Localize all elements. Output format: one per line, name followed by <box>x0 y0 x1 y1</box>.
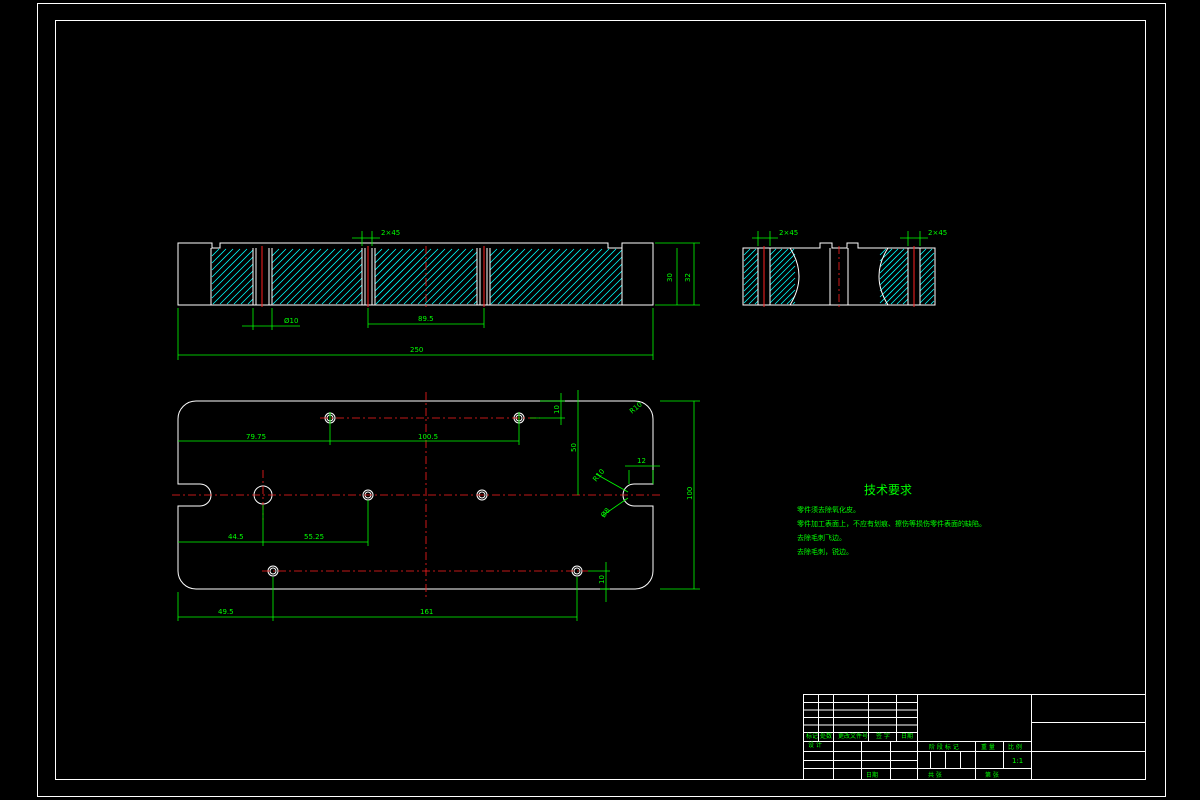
top-dim-center-hole-pitch: 55.25 <box>304 533 324 541</box>
outer-border <box>37 3 1166 797</box>
top-dim-holes-pitch: 100.5 <box>418 433 438 441</box>
tb-sheet-no: 第 张 <box>985 771 999 779</box>
top-dim-bottom-hole-pitch: 161 <box>420 608 433 616</box>
note-item-4: 去除毛刺，锐边。 <box>797 547 853 556</box>
top-dim-slot-radius: R10 <box>591 468 606 484</box>
front-dim-height-outer: 32 <box>684 273 692 282</box>
front-dim-height-inner: 30 <box>666 273 674 282</box>
front-chamfer-label: 2×45 <box>381 229 400 237</box>
top-dim-slot-width: 12 <box>637 457 646 465</box>
note-item-3: 去除毛刺飞边。 <box>797 533 846 542</box>
top-dim-bottom-edge: 10 <box>598 575 606 584</box>
top-dim-holes-offset: 79.75 <box>246 433 266 441</box>
technical-requirements: 技术要求 零件须去除氧化皮。 零件加工表面上，不应有划痕、擦伤等损伤零件表面的缺… <box>797 483 986 556</box>
top-view: 79.75 100.5 10 50 R10 12 R10 Ø8 100 44.5… <box>172 390 700 621</box>
top-dim-center-hole-x: 44.5 <box>228 533 244 541</box>
front-dim-hole-pitch: 89.5 <box>418 315 434 323</box>
note-item-1: 零件须去除氧化皮。 <box>797 505 860 514</box>
front-dim-total-length: 250 <box>410 346 423 354</box>
top-dim-center-y: 50 <box>570 443 578 452</box>
side-section-view: 2×45 2×45 <box>742 229 947 307</box>
front-dim-hole-dia: Ø10 <box>284 317 298 325</box>
tb-scale: 比 例 <box>1008 743 1022 751</box>
top-dim-total-width: 100 <box>686 487 694 500</box>
tb-weight: 重 量 <box>981 743 995 751</box>
side-chamfer-left: 2×45 <box>779 229 798 237</box>
tb-stage-mark: 阶 段 标 记 <box>929 743 959 751</box>
inner-border <box>55 20 1146 780</box>
tb-signature: 签 字 <box>876 732 890 740</box>
tb-sheets-total: 共 张 <box>928 771 942 779</box>
tb-count: 处数 <box>820 732 832 740</box>
notes-title: 技术要求 <box>864 483 912 497</box>
top-dim-slot-dia: Ø8 <box>599 507 612 520</box>
tb-change-doc: 更改文件号 <box>838 732 868 740</box>
top-dim-corner-radius: R10 <box>628 401 644 416</box>
tb-scale-value: 1:1 <box>1012 757 1023 765</box>
tb-mark: 标记 <box>806 732 818 740</box>
tb-designer: 设 计 <box>808 741 822 749</box>
side-chamfer-right: 2×45 <box>928 229 947 237</box>
note-item-2: 零件加工表面上，不应有划痕、擦伤等损伤零件表面的缺陷。 <box>797 519 986 528</box>
front-section-view: 250 89.5 Ø10 30 32 2×45 <box>177 229 700 360</box>
title-block: 标记 处数 更改文件号 签 字 日期 设 计 阶 段 标 记 重 量 比 例 1… <box>803 694 1146 780</box>
top-dim-bottom-hole-x: 49.5 <box>218 608 234 616</box>
front-hatch <box>211 248 623 305</box>
tb-date2: 日期 <box>866 771 878 779</box>
top-dim-top-edge: 10 <box>553 405 561 414</box>
tb-date: 日期 <box>901 732 913 740</box>
